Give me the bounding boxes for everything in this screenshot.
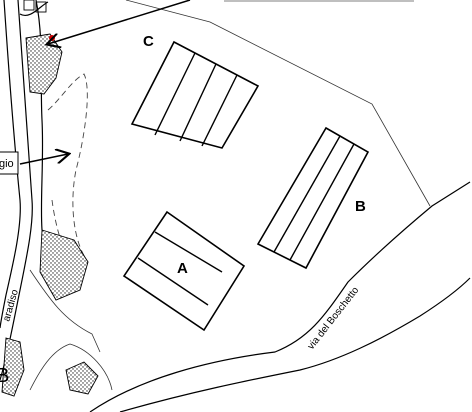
parcel-edge-lower	[29, 343, 113, 391]
pointer-arrow-left	[19, 154, 68, 165]
label-box-left	[0, 151, 19, 175]
property-boundary	[125, 0, 431, 207]
dotted-built-area-bottom	[1, 337, 25, 397]
building-b	[256, 126, 370, 270]
paradiso-road-edge-right	[0, 0, 33, 381]
boschetto-road-edge-lower	[119, 277, 471, 412]
boschetto-road-edge-upper	[89, 181, 471, 412]
street-label-boschetto: via del Boschetto	[306, 285, 362, 352]
small-structure-2	[35, 1, 47, 13]
dotted-built-area-bottom-right	[65, 361, 99, 395]
paradiso-road-edge-left	[0, 0, 21, 329]
small-path	[19, 1, 49, 16]
bottom-left-letter: B	[0, 365, 9, 387]
location-marker	[49, 35, 55, 41]
label-box-left-text: gio	[0, 158, 14, 170]
building-c-label: C	[143, 33, 154, 50]
parcel-edge	[29, 269, 101, 353]
dotted-built-area-top	[25, 33, 63, 95]
small-structure-1	[23, 0, 35, 11]
building-b-label: B	[355, 198, 366, 215]
building-c	[130, 40, 260, 149]
dashed-boundary-left	[47, 73, 89, 263]
dotted-built-area-mid	[39, 229, 89, 301]
side-road-edge	[35, 0, 44, 231]
pointer-arrow-top	[48, 0, 191, 44]
building-a	[122, 210, 246, 332]
building-a-label: A	[177, 260, 188, 277]
